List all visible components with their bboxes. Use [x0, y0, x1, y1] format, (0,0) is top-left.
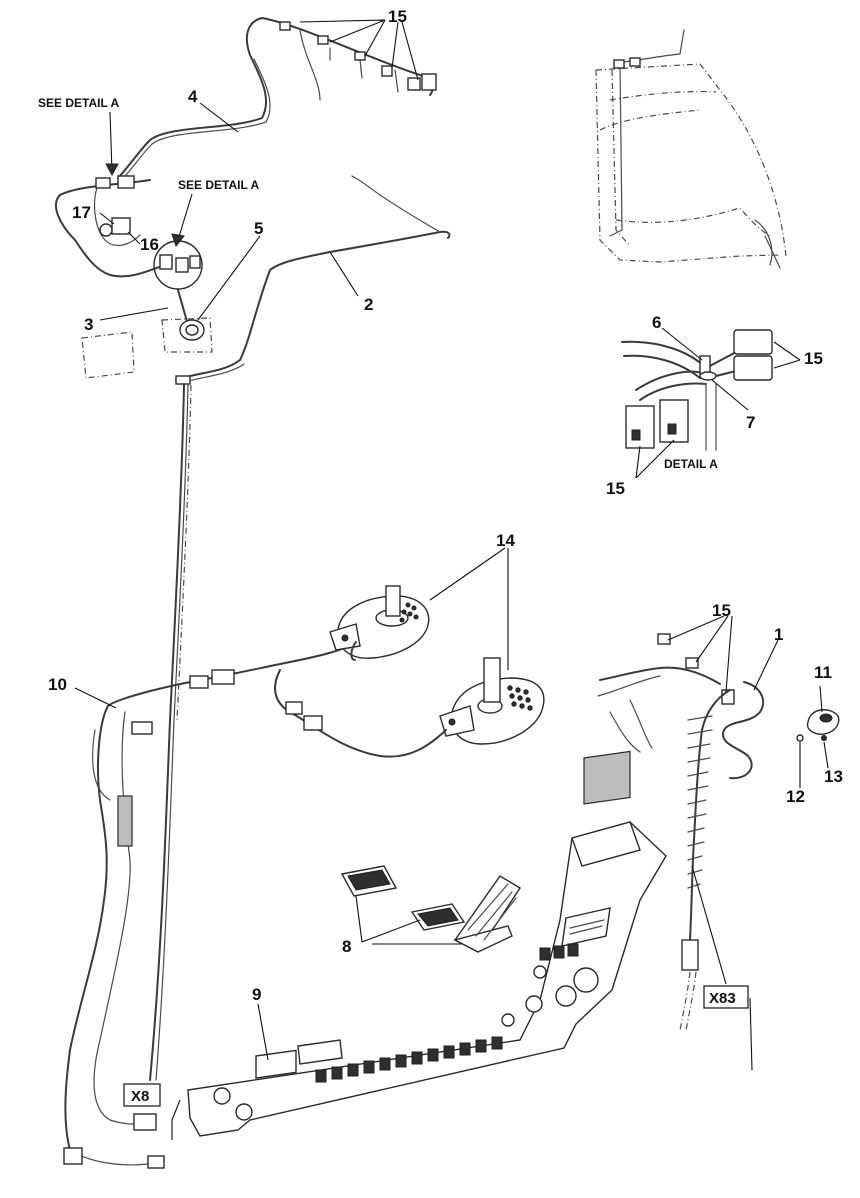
note-see-detail-left: SEE DETAIL A [38, 96, 119, 110]
connector-15-right-b [685, 657, 699, 669]
detail-a-title: DETAIL A [664, 457, 718, 471]
screw-12 [796, 734, 804, 742]
grommet-17 [99, 223, 113, 237]
left-harness-cluster [55, 175, 166, 278]
joystick-lower-buttons [507, 685, 533, 711]
connector-bottom-a [63, 1147, 83, 1165]
main-down-harness [149, 384, 192, 1081]
label-x8-text: X8 [131, 1088, 149, 1105]
cab-outline [595, 29, 787, 269]
connector-detail-a [159, 254, 173, 270]
gauge-panel [297, 1039, 343, 1065]
callout-16: 16 [140, 235, 159, 254]
callout-8: 8 [342, 937, 351, 956]
connector-x83 [681, 939, 699, 971]
joystick-upper-buttons [399, 602, 419, 623]
connector-15c [354, 51, 366, 61]
control-console-9 [187, 750, 667, 1137]
connector-detail-b [175, 257, 189, 273]
note-see-detail-mid: SEE DETAIL A [178, 178, 259, 192]
detail-part-6 [699, 355, 711, 375]
connector-15b [317, 35, 329, 45]
part-11-clamp [806, 709, 840, 735]
radio-unit [561, 907, 611, 947]
pedal-8a [340, 865, 398, 897]
nut-13 [821, 735, 827, 741]
connector-16 [111, 217, 131, 235]
detail-connector-15-a [733, 329, 773, 355]
connector-15a [279, 21, 291, 31]
detail-a-view [621, 329, 773, 451]
detail-connector-15-b [733, 355, 773, 381]
rotary-knob [573, 967, 599, 993]
sleeve-10 [117, 795, 133, 847]
connector-bottom-b [147, 1155, 165, 1169]
detail-a-circle [153, 240, 203, 290]
joystick-lower-14 [274, 657, 545, 758]
cab-connector-2 [629, 57, 641, 67]
label-x8: X8 [123, 1083, 161, 1107]
connector-left-b [117, 175, 135, 189]
callout-15-detail-bottom: 15 [606, 479, 625, 498]
callout-17: 17 [72, 203, 91, 222]
harness-10 [63, 641, 357, 1169]
callout-7: 7 [746, 413, 755, 432]
connector-x8 [133, 1113, 157, 1131]
callout-2: 2 [364, 295, 373, 314]
coiled-cord-1 [597, 633, 765, 1031]
connector-15d [381, 65, 393, 77]
callout-11: 11 [814, 663, 832, 682]
grommet-5 [177, 289, 205, 341]
callout-3: 3 [84, 315, 93, 334]
switch-row-upper [539, 943, 579, 961]
callout-4: 4 [188, 87, 198, 106]
callout-10: 10 [48, 675, 67, 694]
upper-harness-4 [117, 17, 437, 183]
detail-connector-15-c [625, 405, 655, 449]
connector-detail-c [189, 255, 201, 269]
callout-15-top: 15 [388, 7, 407, 26]
connector-10c [211, 669, 235, 685]
label-x83: X83 [703, 985, 749, 1009]
mounting-plate-3 [81, 317, 213, 379]
coil-spiral [687, 681, 765, 941]
leader-lines [74, 19, 829, 1140]
callout-15-detail-right: 15 [804, 349, 823, 368]
callout-13: 13 [824, 767, 843, 786]
callout-14: 14 [496, 531, 515, 550]
callout-15-right-harness: 15 [712, 601, 731, 620]
harness-2 [175, 175, 451, 385]
callout-6: 6 [652, 313, 661, 332]
pedal-8c [453, 875, 521, 953]
connector-10a [131, 721, 153, 735]
cab-connector [613, 59, 625, 69]
label-x83-text: X83 [709, 990, 736, 1007]
callout-5: 5 [254, 219, 263, 238]
connector-15f [421, 73, 437, 91]
connector-14b [303, 715, 323, 731]
connector-2-end [175, 375, 191, 385]
callout-12: 12 [786, 787, 805, 806]
detail-part-7 [699, 371, 717, 381]
detail-connector-15-d [659, 399, 689, 443]
connector-10b [189, 675, 209, 689]
switch-row-lower [315, 1036, 503, 1083]
connector-14a [285, 701, 303, 715]
display-screen [583, 750, 631, 805]
callout-1: 1 [774, 625, 783, 644]
joystick-upper-14 [329, 585, 430, 661]
pedal-8b [410, 903, 466, 931]
callout-9: 9 [252, 985, 261, 1004]
connector-left-a [95, 177, 111, 189]
rotary-knob-2 [555, 985, 577, 1007]
connector-15-right-a [657, 633, 671, 645]
connector-15e [407, 77, 421, 91]
